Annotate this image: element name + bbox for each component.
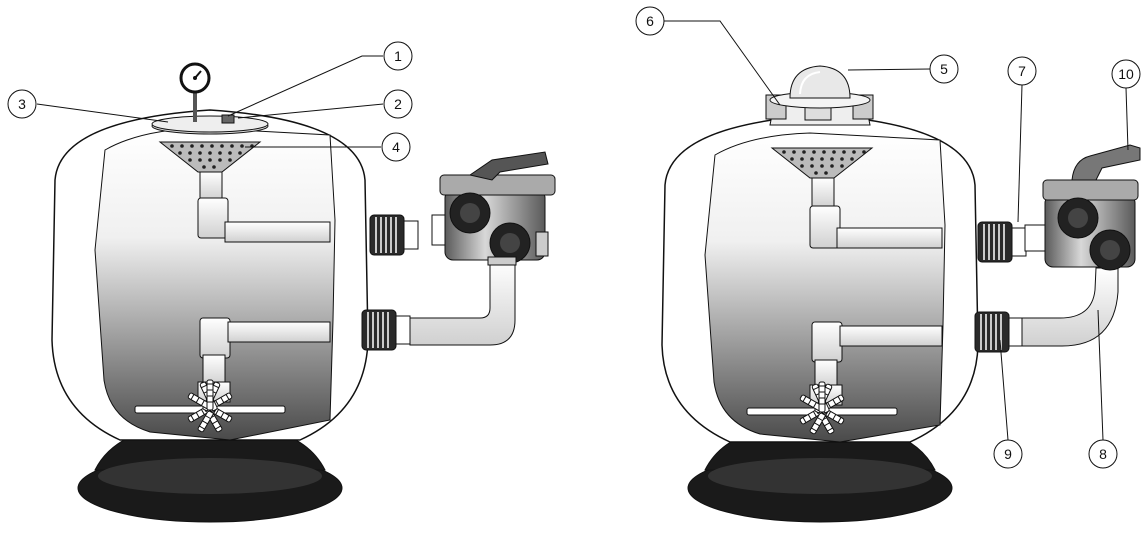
right-laterals (746, 381, 898, 435)
callout-6: 6 (635, 6, 665, 36)
left-upper-pipe (197, 171, 331, 243)
callout-5: 5 (929, 54, 959, 84)
callout-2-label: 2 (394, 96, 402, 112)
left-filter-cutaway (94, 127, 336, 441)
callout-10-label: 10 (1118, 66, 1134, 82)
callout-10: 10 (1111, 59, 1141, 89)
callout-5-label: 5 (940, 61, 948, 77)
callout-7: 7 (1007, 56, 1037, 86)
left-laterals (134, 379, 286, 433)
callout-4: 4 (381, 132, 411, 162)
left-lower-union (361, 309, 411, 351)
callout-9: 9 (993, 439, 1023, 469)
callout-1-label: 1 (394, 48, 402, 64)
pressure-gauge-icon (179, 62, 211, 122)
right-filter-base (687, 429, 953, 523)
callout-9-label: 9 (1004, 446, 1012, 462)
right-lower-union (974, 311, 1024, 353)
right-diffuser-icon (770, 147, 874, 179)
left-filter (51, 62, 556, 523)
right-filter (661, 65, 1141, 523)
callout-1: 1 (383, 41, 413, 71)
left-outlet-pipe (409, 259, 516, 346)
leader-lines (36, 20, 1129, 441)
right-upper-pipe (809, 177, 943, 249)
left-filter-lid (151, 114, 269, 135)
callout-3-label: 3 (18, 96, 26, 112)
right-filter-cutaway (704, 132, 946, 443)
callout-8: 8 (1088, 439, 1118, 469)
right-multiport-valve (1024, 144, 1141, 271)
callout-8-label: 8 (1099, 446, 1107, 462)
right-outlet-pipe (1021, 267, 1119, 347)
right-upper-union (977, 221, 1027, 263)
left-diffuser-icon (158, 141, 262, 173)
callout-4-label: 4 (392, 139, 400, 155)
left-upper-union (369, 214, 419, 256)
clear-lid-icon (789, 65, 851, 99)
callout-3: 3 (7, 89, 37, 119)
callout-7-label: 7 (1018, 63, 1026, 79)
left-filter-base (77, 429, 343, 523)
left-multiport-valve (431, 151, 556, 266)
callout-2: 2 (383, 89, 413, 119)
callout-6-label: 6 (646, 13, 654, 29)
